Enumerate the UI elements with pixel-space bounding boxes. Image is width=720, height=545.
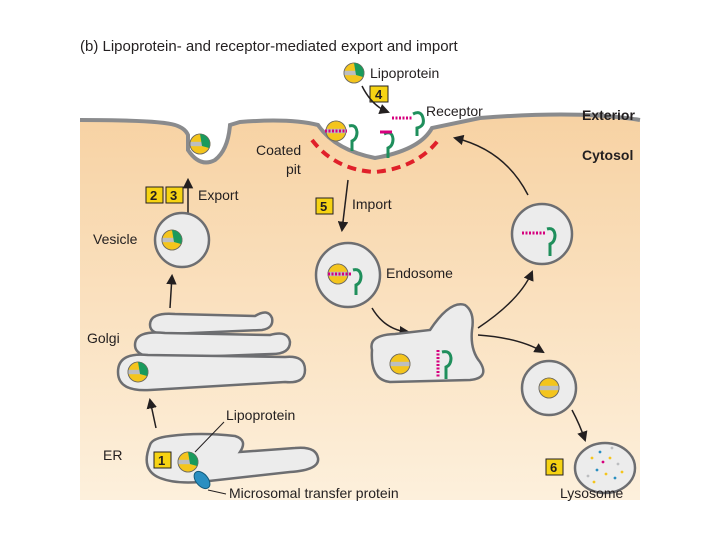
step-3-number: 3 [170, 188, 177, 203]
step-box-3 [165, 186, 184, 204]
arrow-to-recycling [477, 270, 534, 329]
label-coated: Coated [256, 142, 301, 158]
label-receptor: Receptor [426, 103, 483, 119]
step-5-number: 5 [320, 199, 327, 214]
label-lysosome: Lysosome [560, 485, 624, 501]
label-vesicle: Vesicle [93, 231, 138, 247]
recycling-receptor [546, 227, 557, 256]
arrow-receptor-recycle [452, 134, 529, 196]
lysosome-fragments [586, 446, 624, 484]
step-6-number: 6 [550, 460, 557, 475]
golgi-apparatus [116, 311, 307, 392]
arrow-to-lysosome [571, 409, 588, 442]
label-pit: pit [286, 161, 301, 177]
lysosome [573, 441, 637, 495]
recycling-vesicle [510, 202, 574, 266]
arrow-to-lysosome-path [477, 334, 545, 354]
step-2-number: 2 [150, 188, 157, 203]
late-endosome-lipoprotein [389, 353, 411, 375]
late-endosome-receptor [441, 350, 453, 379]
figure-title: (b) Lipoprotein- and receptor-mediated e… [80, 38, 459, 55]
step-1-number: 1 [158, 453, 165, 468]
label-lipoprotein-er: Lipoprotein [226, 407, 295, 423]
label-mtp: Microsomal transfer protein [229, 485, 399, 501]
mtp-leader-line [207, 489, 227, 495]
step-4-number: 4 [375, 87, 383, 102]
label-cytosol: Cytosol [582, 147, 633, 163]
step-box-4 [369, 85, 389, 103]
transport-lipoprotein [538, 377, 560, 399]
step-box-2 [145, 186, 164, 204]
label-export: Export [198, 187, 239, 203]
endosome-lipoprotein [327, 263, 349, 285]
arrow-to-late-endosome [371, 307, 411, 337]
label-exterior: Exterior [582, 107, 635, 123]
arrow-golgi-to-vesicle [166, 273, 177, 309]
receptor-protein [412, 111, 425, 136]
step-box-1 [153, 451, 172, 469]
pit-receptor [348, 124, 359, 151]
plasma-membrane [79, 112, 641, 165]
step-box-5 [315, 197, 334, 215]
er-lipoprotein-leader-line [194, 421, 225, 453]
label-er: ER [103, 447, 122, 463]
label-endosome: Endosome [386, 265, 453, 281]
arrow-er-to-golgi [146, 397, 157, 429]
arrow-binding [361, 85, 390, 114]
microsomal-transfer-protein [193, 470, 211, 490]
cytosol-region [80, 114, 640, 500]
label-golgi: Golgi [87, 330, 120, 346]
step-box-6 [545, 458, 564, 476]
arrow-import [337, 179, 349, 233]
coated-pit-coat [310, 136, 442, 175]
label-import: Import [352, 196, 392, 212]
label-lipoprotein-top: Lipoprotein [370, 65, 439, 81]
endosome-receptor [352, 268, 363, 295]
